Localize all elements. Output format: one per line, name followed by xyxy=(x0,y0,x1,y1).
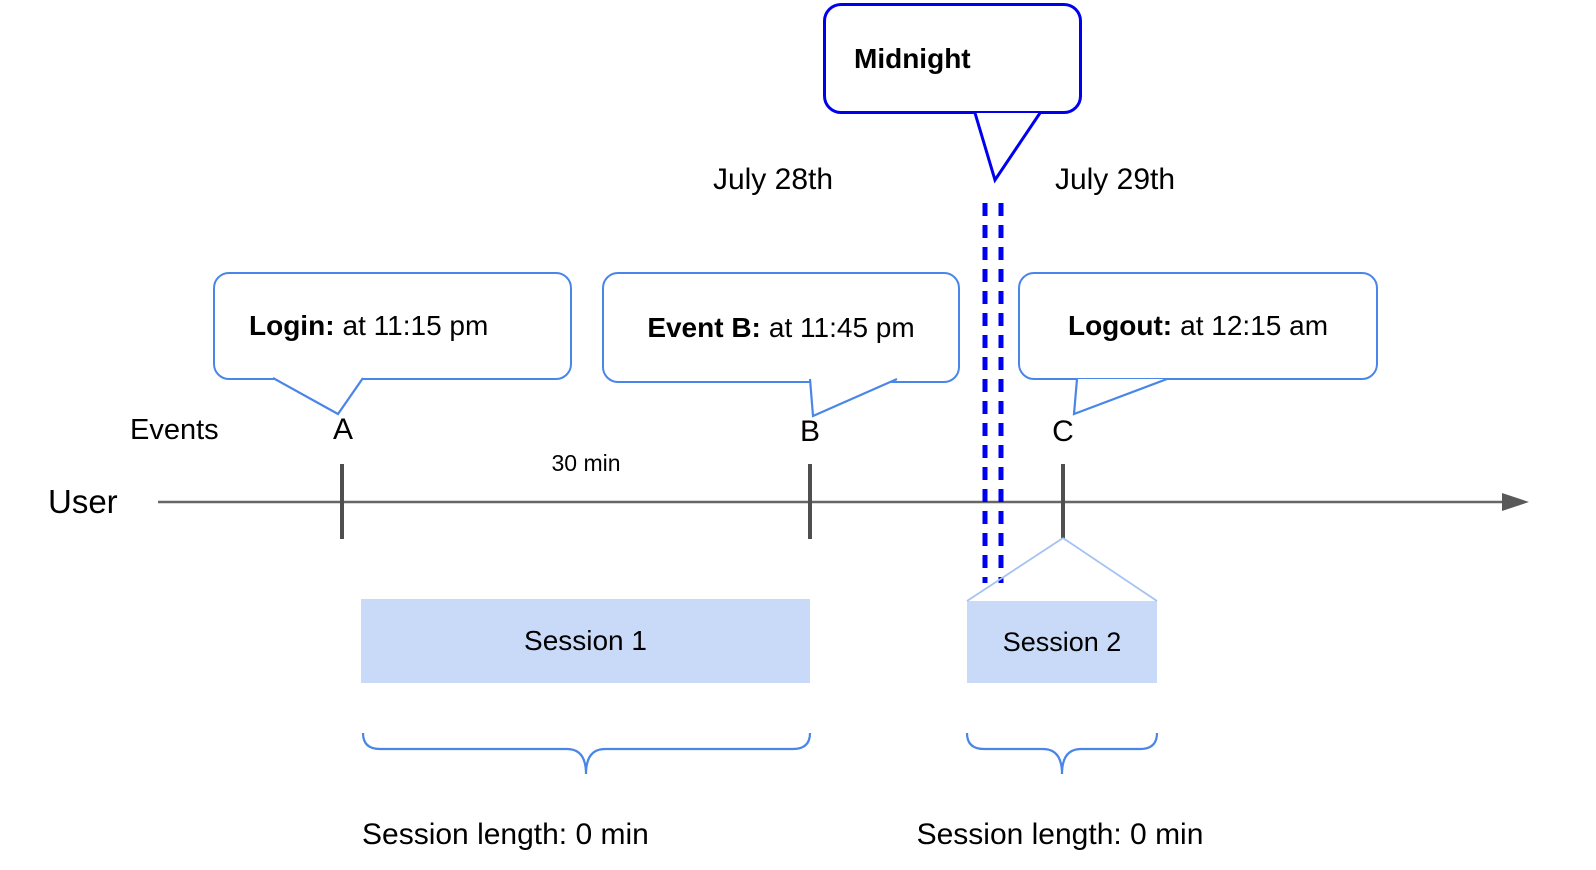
session-1-length-label: Session length: 0 min xyxy=(362,818,649,851)
date-label-july-29: July 29th xyxy=(1054,163,1176,196)
user-row-label: User xyxy=(48,483,118,520)
midnight-callout: Midnight xyxy=(823,3,1082,114)
event-b-callout-label: Event B: xyxy=(647,311,761,343)
login-callout-tail xyxy=(272,377,364,416)
logout-callout-tail xyxy=(1072,377,1168,416)
session-2-flare-right xyxy=(1062,537,1158,602)
login-callout-label: Login: xyxy=(249,310,335,341)
logout-callout-label: Logout: xyxy=(1067,310,1173,341)
session-1-box: Session 1 xyxy=(361,599,810,683)
session-2-length-label: Session length: 0 min xyxy=(916,818,1204,851)
timeline-arrowhead-icon xyxy=(1502,493,1529,511)
events-row-label: Events xyxy=(130,414,219,446)
midnight-callout-text: Midnight xyxy=(854,42,971,74)
event-b-callout-detail: at 11:45 pm xyxy=(768,311,915,343)
session-1-brace xyxy=(361,732,812,775)
session-2-flare-left xyxy=(966,537,1064,602)
session-2-label: Session 2 xyxy=(1002,626,1122,657)
session-2-brace xyxy=(965,732,1159,775)
session-2-box: Session 2 xyxy=(967,601,1157,683)
logout-callout: Logout: at 12:15 am xyxy=(1018,272,1378,380)
date-label-july-28: July 28th xyxy=(712,163,834,196)
logout-callout-detail: at 12:15 am xyxy=(1180,310,1329,341)
login-callout-detail: at 11:15 pm xyxy=(342,310,489,341)
event-mark-b: B xyxy=(799,415,821,448)
session-1-label: Session 1 xyxy=(524,625,647,656)
event-b-callout-tail xyxy=(808,377,898,418)
midnight-callout-tail xyxy=(973,112,1042,184)
interval-label-30-min: 30 min xyxy=(551,450,621,476)
event-mark-c: C xyxy=(1052,415,1074,448)
login-callout: Login: at 11:15 pm xyxy=(213,272,572,380)
event-mark-a: A xyxy=(332,413,354,446)
event-b-callout: Event B: at 11:45 pm xyxy=(602,272,960,383)
